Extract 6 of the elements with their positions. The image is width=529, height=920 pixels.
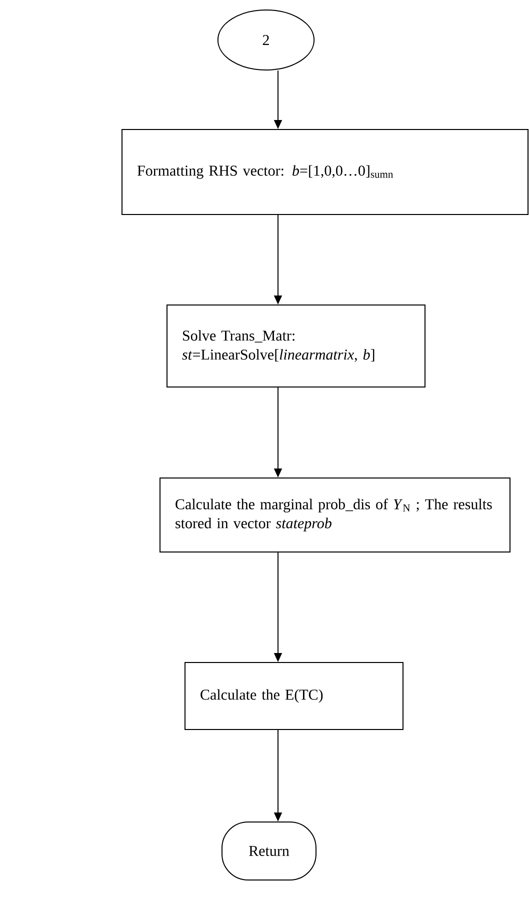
end-terminal: Return: [222, 822, 316, 880]
process-box: Calculate the marginal prob_dis of Y$_{N}$ ; The results stored in vector stateprob: [160, 478, 510, 552]
process-box: Solve Trans_Matr: st=LinearSolve[linearmatrix, b]: [166, 304, 426, 388]
start-connector: 2: [217, 10, 315, 70]
process-box: Formatting RHS vector: b=[1,0,0…0]$_{sumn}$: [122, 129, 528, 215]
process-box: Calculate the E(TC): [184, 662, 404, 730]
